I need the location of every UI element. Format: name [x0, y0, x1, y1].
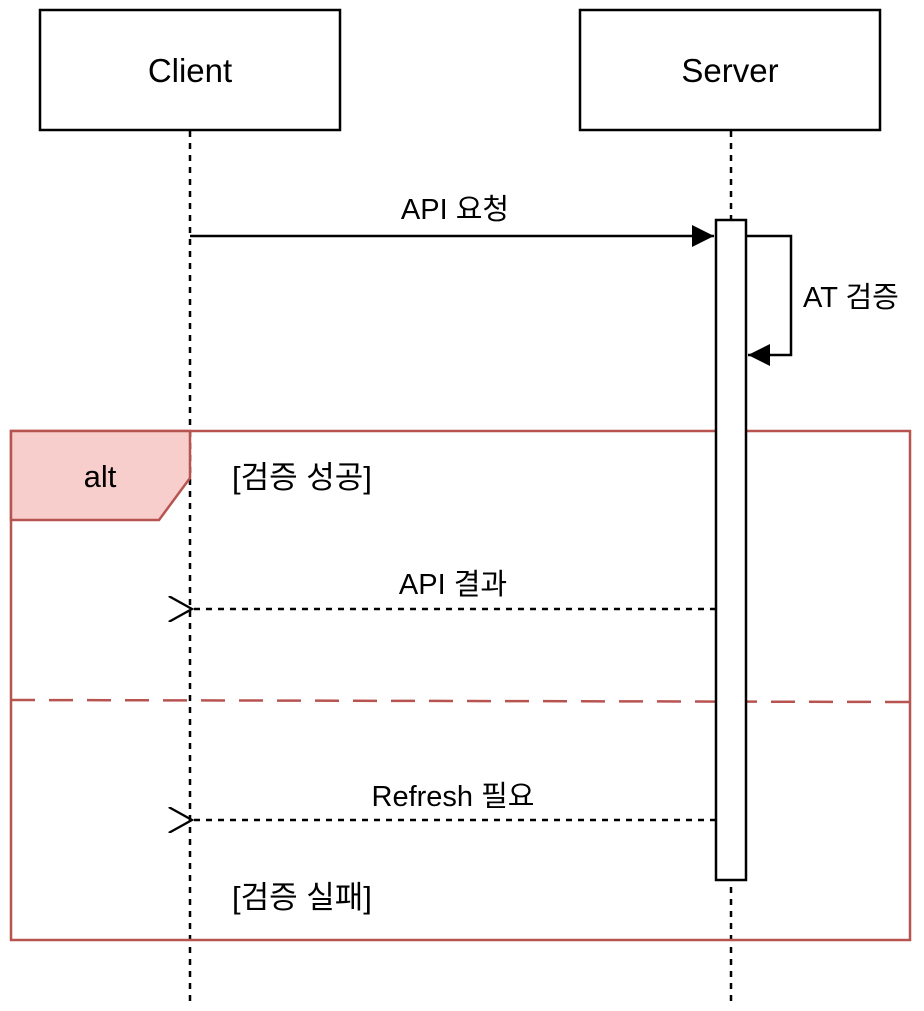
participant-client: Client — [38, 8, 342, 132]
alt-frame-divider — [10, 698, 911, 704]
participant-server-label: Server — [681, 52, 778, 89]
guard-success: [검증 성공] — [232, 460, 372, 495]
alt-frame-border — [9, 429, 912, 942]
server-activation-bar — [714, 218, 748, 882]
participant-server: Server — [578, 8, 882, 132]
participant-client-label: Client — [148, 52, 232, 89]
alt-frame-operator: alt — [84, 459, 117, 494]
api-request-label: API 요청 — [401, 194, 509, 226]
participant-server-box — [578, 8, 882, 132]
participant-client-box — [38, 8, 342, 132]
api-result-label: API 결과 — [399, 569, 507, 601]
guard-failure: [검증 실패] — [232, 880, 372, 915]
at-verify-label: AT 검증 — [803, 282, 899, 314]
refresh-needed-label: Refresh 필요 — [372, 781, 535, 813]
at-verify-arrow — [746, 234, 793, 366]
alt-frame: alt [검증 성공] [검증 실패] — [9, 429, 912, 942]
alt-frame-tab — [9, 429, 192, 522]
